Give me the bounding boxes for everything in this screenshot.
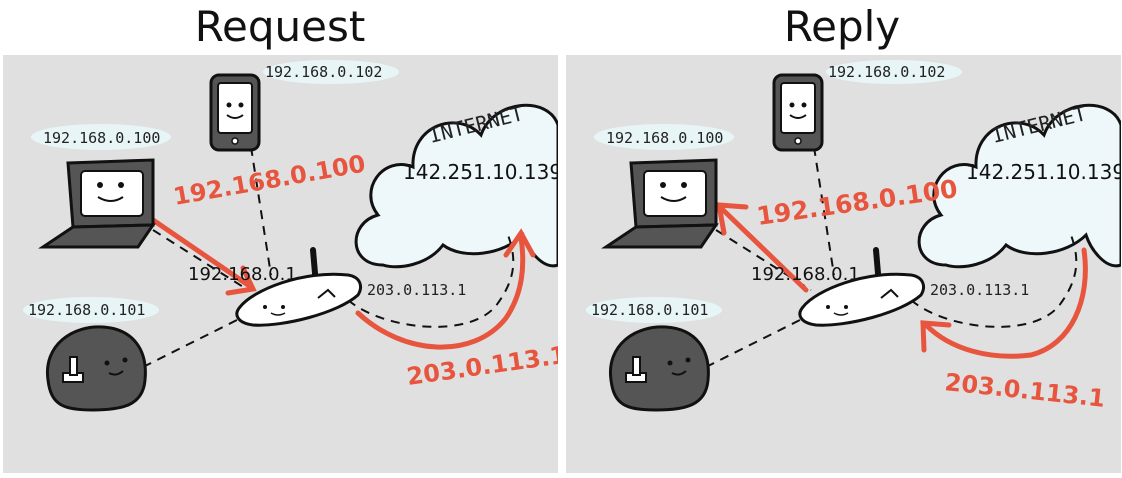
svg-text:192.168.0.101: 192.168.0.101 [591, 301, 708, 319]
router-wan-ip: 203.0.113.1 [367, 281, 466, 299]
router-wan-ip: 203.0.113.1 [930, 281, 1029, 299]
reply-arrows [715, 202, 1088, 359]
network-links [142, 146, 515, 368]
internet-cloud-icon [354, 103, 558, 269]
reply-diagram: INTERNET 142.251.10.139 192.168.0.100 19… [566, 55, 1121, 473]
network-links [705, 146, 1078, 368]
phone-icon [209, 73, 261, 152]
laptop-icon [38, 158, 156, 249]
router-icon [798, 247, 925, 327]
svg-text:192.168.0.100: 192.168.0.100 [606, 129, 723, 147]
toaster-icon [608, 325, 710, 412]
request-arrows [150, 217, 536, 350]
router-icon [235, 247, 362, 327]
router-lan-ip: 192.168.0.1 [188, 264, 297, 285]
internet-cloud-icon [917, 103, 1121, 269]
laptop-ip-label: 192.168.0.100 [31, 124, 171, 150]
reply-title: Reply [783, 2, 901, 51]
toaster-ip-label: 192.168.0.101 [23, 297, 159, 323]
router-lan-ip: 192.168.0.1 [751, 264, 860, 285]
toaster-icon [45, 325, 147, 412]
laptop-ip-label: 192.168.0.100 [594, 124, 734, 150]
toaster-ip-label: 192.168.0.101 [586, 297, 722, 323]
svg-text:192.168.0.102: 192.168.0.102 [265, 63, 382, 81]
phone-ip-label: 192.168.0.102 [263, 60, 399, 84]
laptop-icon [601, 158, 719, 249]
svg-text:192.168.0.100: 192.168.0.100 [43, 129, 160, 147]
internet-ip: 142.251.10.139 [966, 160, 1121, 184]
internet-ip: 142.251.10.139 [403, 160, 558, 184]
request-title: Request [194, 2, 366, 51]
svg-text:192.168.0.102: 192.168.0.102 [828, 63, 945, 81]
svg-text:192.168.0.101: 192.168.0.101 [28, 301, 145, 319]
request-diagram: INTERNET 142.251.10.139 192.168.0.100 19… [3, 55, 558, 473]
phone-ip-label: 192.168.0.102 [826, 60, 962, 84]
phone-icon [772, 73, 824, 152]
